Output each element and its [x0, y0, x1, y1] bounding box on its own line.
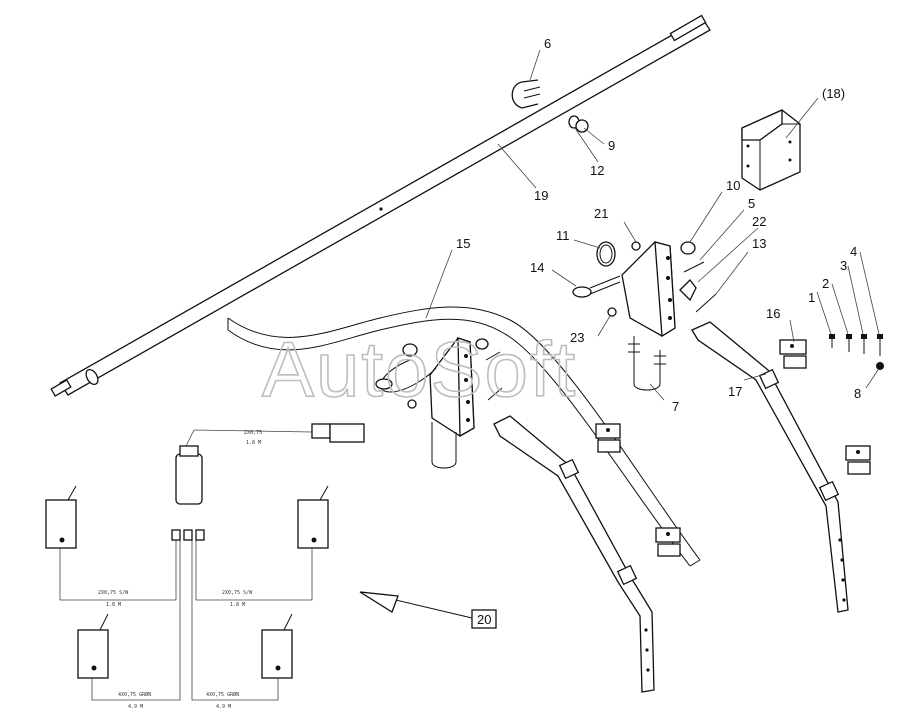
callout-4: 4 [850, 244, 857, 259]
cable-bottom-left-length: 4.9 M [128, 704, 143, 710]
cable-top-length: 1.8 M [246, 440, 261, 446]
watermark: AutoSoft [262, 325, 577, 413]
callout-14: 14 [530, 260, 544, 275]
callout-6: 6 [544, 36, 551, 51]
cable-bottom-right-length: 4.9 M [216, 704, 231, 710]
callout-16: 16 [766, 306, 780, 321]
callout-3: 3 [840, 258, 847, 273]
cable-bottom-left-type: 4X0,75 GRØN [118, 691, 151, 698]
callout-13: 13 [752, 236, 766, 251]
mount-plate-left [375, 337, 503, 469]
part-callouts: 6 9 12 19 (18) 10 5 22 13 21 11 14 15 23… [456, 36, 861, 629]
callout-17: 17 [728, 384, 742, 399]
callout-10: 10 [726, 178, 740, 193]
leader-lines [425, 49, 880, 401]
callout-21: 21 [594, 206, 608, 221]
callout-20: 20 [477, 612, 491, 627]
callout-9: 9 [608, 138, 615, 153]
callout-7: 7 [672, 399, 679, 414]
callout-23: 23 [570, 330, 584, 345]
cable-specs: 2X0,75 1.8 M 2X0,75 S/W 1.8 M 2X0,75 S/W… [98, 430, 262, 710]
cable-left-type: 2X0,75 S/W [98, 590, 129, 596]
pin-14 [572, 275, 621, 298]
wiring-harness-20 [45, 423, 365, 701]
frame-arm-17 [691, 321, 849, 613]
callout-1: 1 [808, 290, 815, 305]
callout-12: 12 [590, 163, 604, 178]
clamps-16 [595, 339, 871, 557]
mount-plate-right [607, 241, 717, 391]
callout-18: (18) [822, 86, 845, 101]
callout-19: 19 [534, 188, 548, 203]
bracket-18 [741, 108, 801, 191]
callout-15: 15 [456, 236, 470, 251]
callout-5: 5 [748, 196, 755, 211]
cable-bottom-right-type: 4X0,75 GRØN [206, 691, 239, 698]
nut-8 [876, 362, 884, 370]
cable-left-length: 1.8 M [106, 602, 121, 608]
frame-arm-middle [493, 415, 655, 693]
long-bar-19 [50, 14, 711, 397]
cable-right-length: 1.8 M [230, 602, 245, 608]
callout-2: 2 [822, 276, 829, 291]
u-bolt-6 [511, 79, 541, 109]
cable-top-type: 2X0,75 [244, 430, 262, 436]
cable-right-type: 2X0,75 S/W [222, 590, 253, 596]
callout-11: 11 [556, 228, 570, 243]
callout-22: 22 [752, 214, 766, 229]
callout-8: 8 [854, 386, 861, 401]
pointer-arrow-20 [359, 591, 473, 619]
ring-11 [596, 241, 616, 267]
callout-20-box [471, 609, 497, 629]
bolts-1-4 [829, 334, 883, 356]
